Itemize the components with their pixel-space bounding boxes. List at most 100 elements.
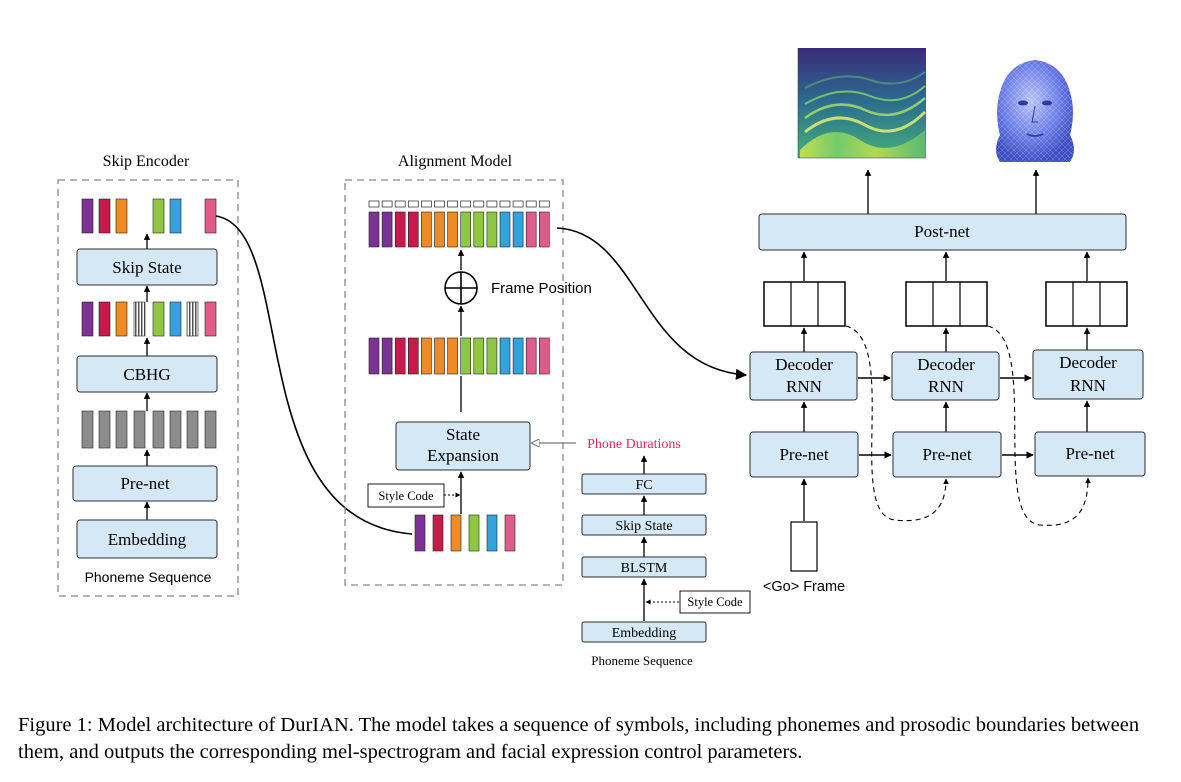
decoder-rnn-3-line2: RNN <box>1070 376 1106 395</box>
position-square <box>368 200 380 208</box>
decoder-rnn-box-2 <box>891 351 1000 401</box>
duration-model: Phone Durations FC Skip State BLSTM Styl… <box>581 437 751 668</box>
output-frame-group-3 <box>1045 281 1128 327</box>
expanded-bar <box>486 337 498 375</box>
encoder-out-bar <box>169 198 182 234</box>
position-square <box>447 200 458 208</box>
encoder-out-bar <box>81 198 94 234</box>
circled-plus-icon <box>444 271 478 305</box>
expanded-bar <box>407 211 419 248</box>
position-square <box>512 200 524 208</box>
alignment-style-code-label: Style Code <box>378 489 434 503</box>
skip-encoder-output-bars <box>81 198 217 234</box>
position-square <box>394 200 406 208</box>
expanded-bar <box>434 211 445 248</box>
cbhg-bar <box>98 301 111 337</box>
frame-position-label: Frame Position <box>491 280 592 297</box>
alignment-input-bar <box>450 514 462 552</box>
expanded-bar <box>499 337 511 375</box>
decoder-rnn-3-line1: Decoder <box>1059 353 1117 372</box>
architecture-diagram: Skip Encoder Skip State CBHG <box>57 45 1146 668</box>
expanded-bar <box>368 337 380 375</box>
prenet-bar <box>115 410 128 449</box>
decoder-rnn-box-3 <box>1032 349 1144 400</box>
position-square <box>460 200 472 208</box>
cbhg-bar <box>115 301 128 337</box>
cbhg-bar <box>152 301 165 337</box>
expanded-bar <box>525 211 537 248</box>
blstm-box <box>581 556 707 578</box>
postnet-label: Post-net <box>914 222 970 241</box>
encoder-out-bar <box>115 198 128 234</box>
decoder-prenet-1-label: Pre-net <box>779 445 828 464</box>
duration-input-label: Phoneme Sequence <box>591 653 693 668</box>
prenet-bar <box>81 410 94 449</box>
expanded-bar <box>394 337 406 375</box>
alignment-input-bar <box>432 514 444 552</box>
expanded-bar <box>447 337 458 375</box>
encoder-to-alignment-connector <box>215 215 413 535</box>
phone-durations-label: Phone Durations <box>587 437 681 452</box>
alignment-output-bars <box>368 211 550 248</box>
alignment-input-bar <box>414 514 426 552</box>
alignment-model-panel: Alignment Model Frame Position State Exp… <box>344 153 592 586</box>
decoder-rnn-box-1 <box>749 351 858 401</box>
position-square <box>407 200 419 208</box>
figure-caption: Figure 1: Model architecture of DurIAN. … <box>18 714 1140 763</box>
decoder-prenet-box-2 <box>892 431 1002 478</box>
alignment-input-bar <box>486 514 498 552</box>
cbhg-label: CBHG <box>123 365 170 384</box>
skip-state-label: Skip State <box>112 258 181 277</box>
cbhg-bar <box>81 301 94 337</box>
duration-skip-state-box <box>581 514 707 536</box>
decoder-rnn-1-line1: Decoder <box>775 355 833 374</box>
prenet-bar <box>204 410 217 449</box>
expanded-bar <box>447 211 458 248</box>
prenet-bar <box>133 410 146 449</box>
expanded-bar <box>381 211 393 248</box>
position-square <box>499 200 511 208</box>
alignment-input-bars <box>414 514 516 552</box>
feedback-connector-2 <box>987 325 1091 526</box>
encoder-out-bar <box>152 198 165 234</box>
encoder-prenet-label: Pre-net <box>120 474 169 493</box>
position-square <box>434 200 445 208</box>
cbhg-bar <box>204 301 217 337</box>
expanded-bar <box>473 211 485 248</box>
prenet-output-bars <box>81 410 217 449</box>
cbhg-output-bars <box>81 301 217 337</box>
expanded-bar <box>421 337 432 375</box>
state-expansion-label-line2: Expansion <box>427 446 499 465</box>
encoder-out-bar <box>204 198 217 234</box>
postnet-box <box>758 213 1127 251</box>
expanded-bar <box>407 337 419 375</box>
cbhg-box <box>76 355 218 393</box>
output-frame-group-2 <box>905 281 988 327</box>
duration-style-code-label: Style Code <box>687 595 743 609</box>
expanded-state-bars <box>368 337 550 375</box>
alignment-input-bar <box>468 514 480 552</box>
position-square <box>381 200 393 208</box>
position-square <box>486 200 498 208</box>
decoder-rnn-2-line1: Decoder <box>917 355 975 374</box>
prenet-bar <box>169 410 182 449</box>
expanded-bar <box>538 337 550 375</box>
duration-skip-state-label: Skip State <box>615 519 672 534</box>
duration-embedding-box <box>581 621 707 643</box>
decoder-prenet-2-label: Pre-net <box>922 445 971 464</box>
encoder-embedding-label: Embedding <box>108 530 187 549</box>
decoder-output-frames <box>763 281 1128 327</box>
prenet-bar <box>186 410 199 449</box>
prenet-bar <box>98 410 111 449</box>
skip-encoder-frame <box>57 179 239 597</box>
state-expansion-box <box>395 421 531 471</box>
expanded-bar <box>394 211 406 248</box>
position-square <box>473 200 485 208</box>
decoder-panel: Post-net Decoder RNN Decoder RNN Decoder… <box>749 45 1146 595</box>
expanded-bar <box>512 337 524 375</box>
duration-embedding-label: Embedding <box>612 626 677 641</box>
encoder-input-label: Phoneme Sequence <box>85 569 212 585</box>
fc-label: FC <box>635 478 652 493</box>
expanded-bar <box>486 211 498 248</box>
decoder-rnn-2-line2: RNN <box>928 377 964 396</box>
